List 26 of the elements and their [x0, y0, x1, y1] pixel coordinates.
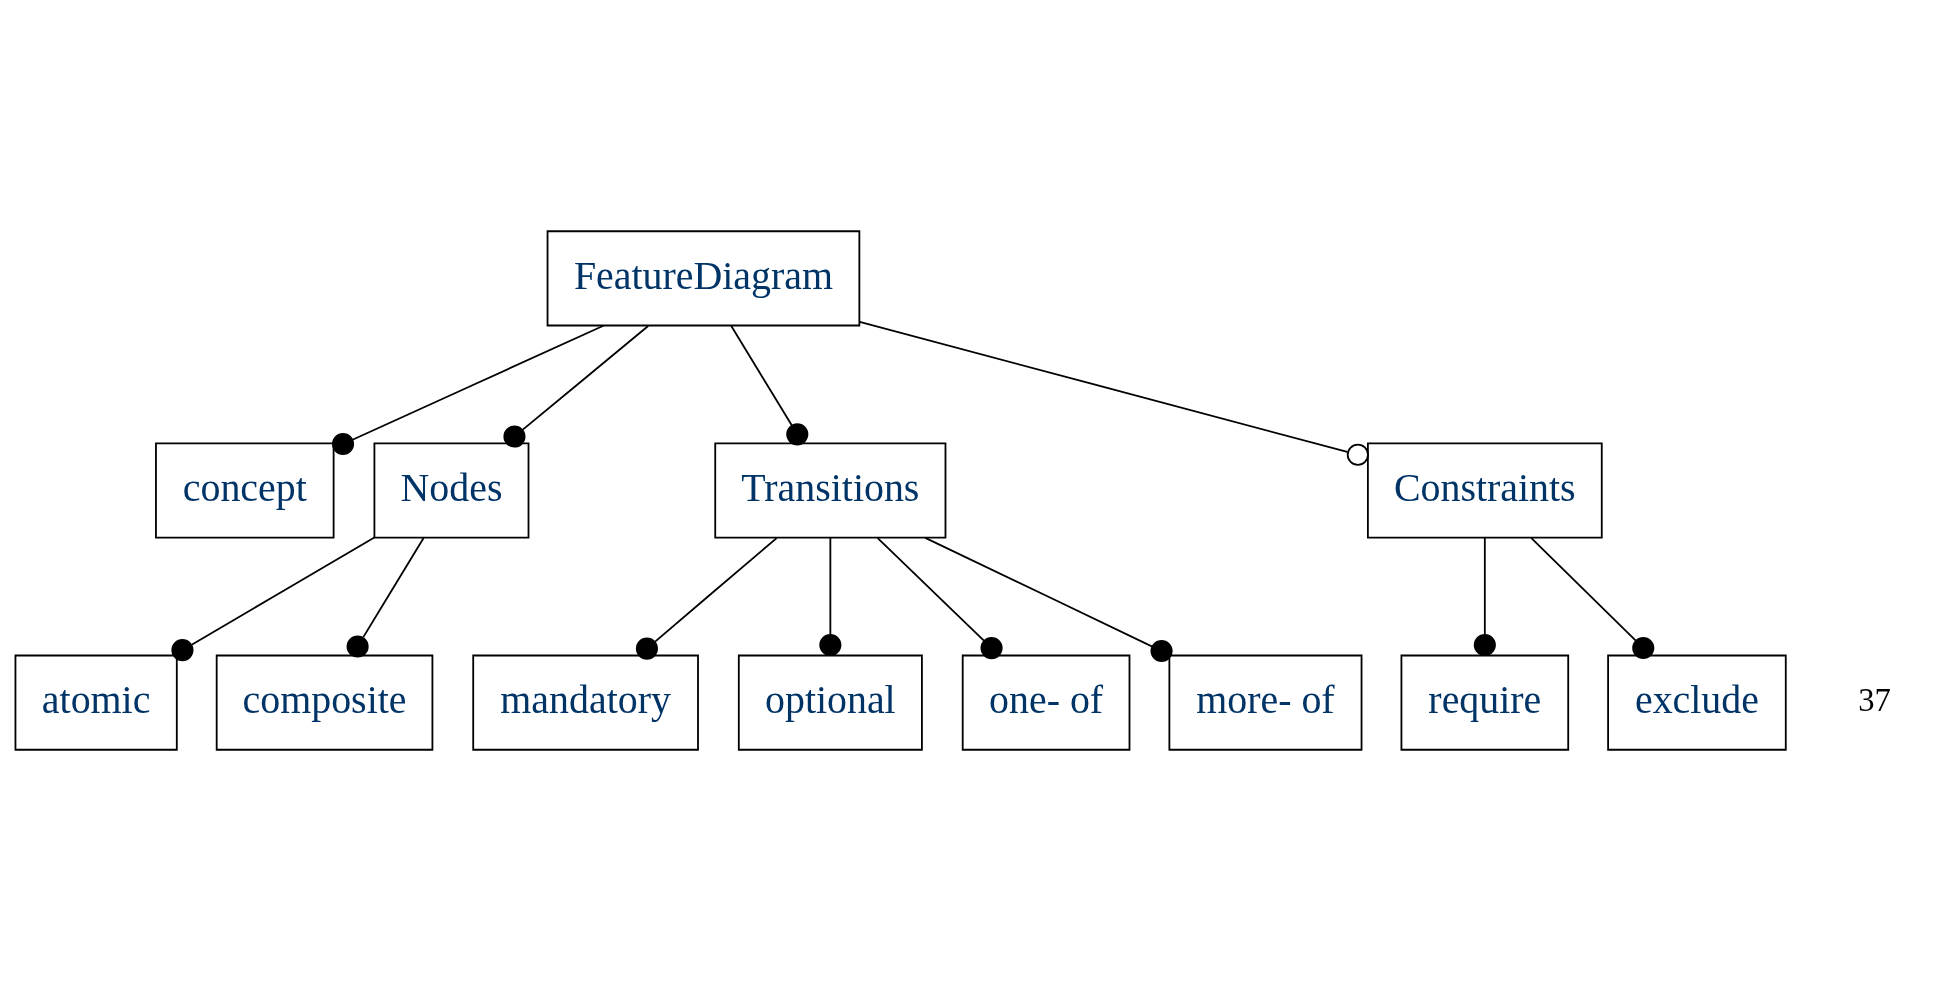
- node-box: exclude: [1607, 654, 1787, 751]
- node-box: atomic: [14, 654, 178, 751]
- connector: [876, 537, 1003, 660]
- connector: [635, 537, 778, 660]
- connector: [346, 537, 425, 658]
- connector: [858, 321, 1369, 466]
- node-box: require: [1400, 654, 1570, 751]
- connector: [332, 324, 605, 456]
- node-box: Transitions: [714, 442, 947, 539]
- node-box: Constraints: [1367, 442, 1603, 539]
- connector: [924, 536, 1173, 663]
- connector: [503, 325, 650, 448]
- connector: [1473, 537, 1496, 657]
- node-box: FeatureDiagram: [546, 230, 861, 327]
- node-box: composite: [215, 654, 434, 751]
- connector: [171, 536, 376, 662]
- node-box: more- of: [1168, 654, 1363, 751]
- connector: [1530, 537, 1655, 660]
- node-box: concept: [155, 442, 335, 539]
- node-box: Nodes: [373, 442, 530, 539]
- node-box: one- of: [961, 654, 1131, 751]
- node-box: optional: [737, 654, 923, 751]
- connector: [819, 537, 842, 657]
- connector: [730, 325, 809, 446]
- label: 37: [1858, 681, 1891, 718]
- node-box: mandatory: [472, 654, 699, 751]
